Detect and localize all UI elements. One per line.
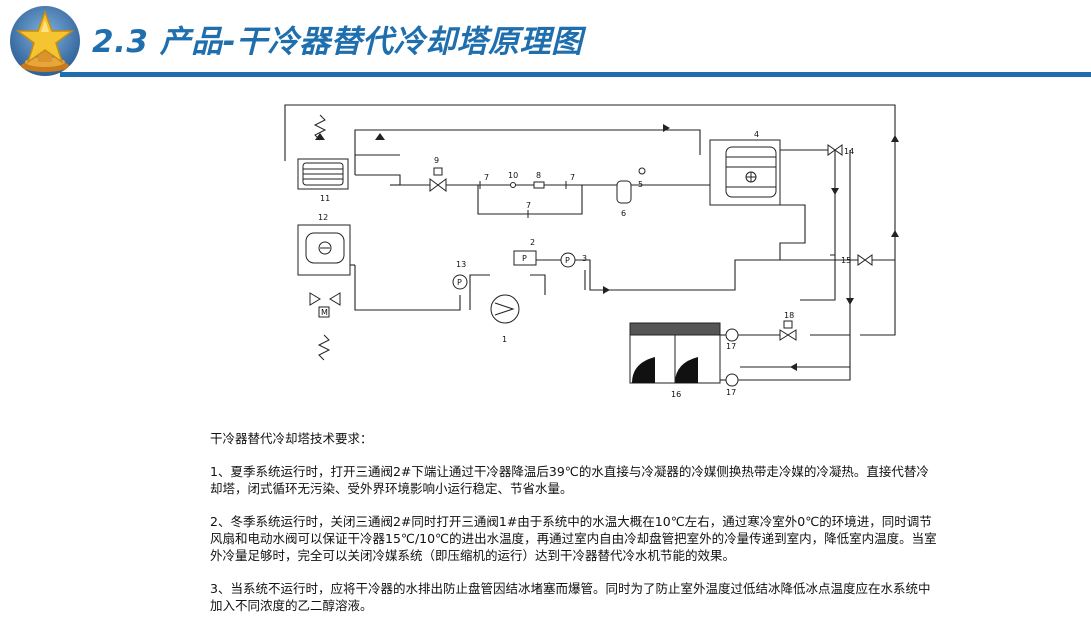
label-9: 9 [434,156,439,165]
star-trophy-icon [10,6,80,76]
label-15: 15 [841,256,851,265]
header: 2.3 产品-干冷器替代冷却塔原理图 [0,0,1091,80]
three-way-valve-14: 14 [827,144,854,156]
pump-17-top: 17 [725,328,739,351]
liquid-receiver-6: 6 5 [616,167,646,218]
gauge-3-p: P [565,256,570,265]
pressure-gauge-13: P 13 [452,260,468,290]
label-7c: 7 [526,201,531,210]
label-17a: 17 [726,342,736,351]
tech-para-1: 1、夏季系统运行时，打开三通阀2#下端让通过干冷器降温后39℃的水直接与冷凝器的… [210,464,929,496]
label-8: 8 [536,171,541,180]
label-5: 5 [638,180,643,189]
label-12: 12 [318,213,328,222]
label-4: 4 [754,130,759,139]
motor-label: M [321,308,328,317]
switch-2-p: P [522,254,527,263]
label-7a: 7 [484,173,489,182]
dry-cooler-unit-16: 16 [629,322,721,399]
condenser-4: 4 [709,130,781,206]
label-17b: 17 [726,388,736,397]
gauge-13-p: P [457,278,462,287]
label-18: 18 [784,311,794,320]
tech-heading: 干冷器替代冷却塔技术要求： [210,431,373,446]
label-7b: 7 [570,173,575,182]
inline-components: 7 10 8 7 7 [479,171,575,218]
label-2: 2 [530,238,535,247]
three-way-valve-15: 15 [841,254,873,266]
label-14: 14 [844,147,854,156]
schematic-diagram: 11 12 M 1 P 13 P 2 P 3 9 [284,104,899,399]
solenoid-valve-9: 9 [429,156,447,192]
pressure-gauge-3: P 3 [560,252,587,268]
tech-requirements: 干冷器替代冷却塔技术要求： 1、夏季系统运行时，打开三通阀2#下端让通过干冷器降… [210,430,940,630]
label-16: 16 [671,390,681,399]
flow-arrows [315,124,899,371]
label-3: 3 [582,254,587,263]
pipe-network [284,104,896,368]
label-1: 1 [502,335,507,344]
compressor-1: 1 [490,294,520,344]
tech-para-2: 2、冬季系统运行时，关闭三通阀2#同时打开三通阀1#由于系统中的水温大概在10℃… [210,514,937,563]
pump-17-bottom: 17 [725,373,739,397]
tech-para-3: 3、当系统不运行时，应将干冷器的水排出防止盘管因结冰堵塞而爆管。同时为了防止室外… [210,581,931,613]
pressure-switch-2: P 2 [513,238,537,266]
dry-cooler-coil-11: 11 [297,114,349,203]
page-title: 2.3 产品-干冷器替代冷却塔原理图 [92,24,583,60]
label-10: 10 [508,171,518,180]
header-divider [60,72,1091,77]
label-6: 6 [621,209,626,218]
motorized-valve-18: 18 [779,311,797,341]
fan-coil-12: 12 M [297,213,351,361]
label-11: 11 [320,194,330,203]
label-13: 13 [456,260,466,269]
